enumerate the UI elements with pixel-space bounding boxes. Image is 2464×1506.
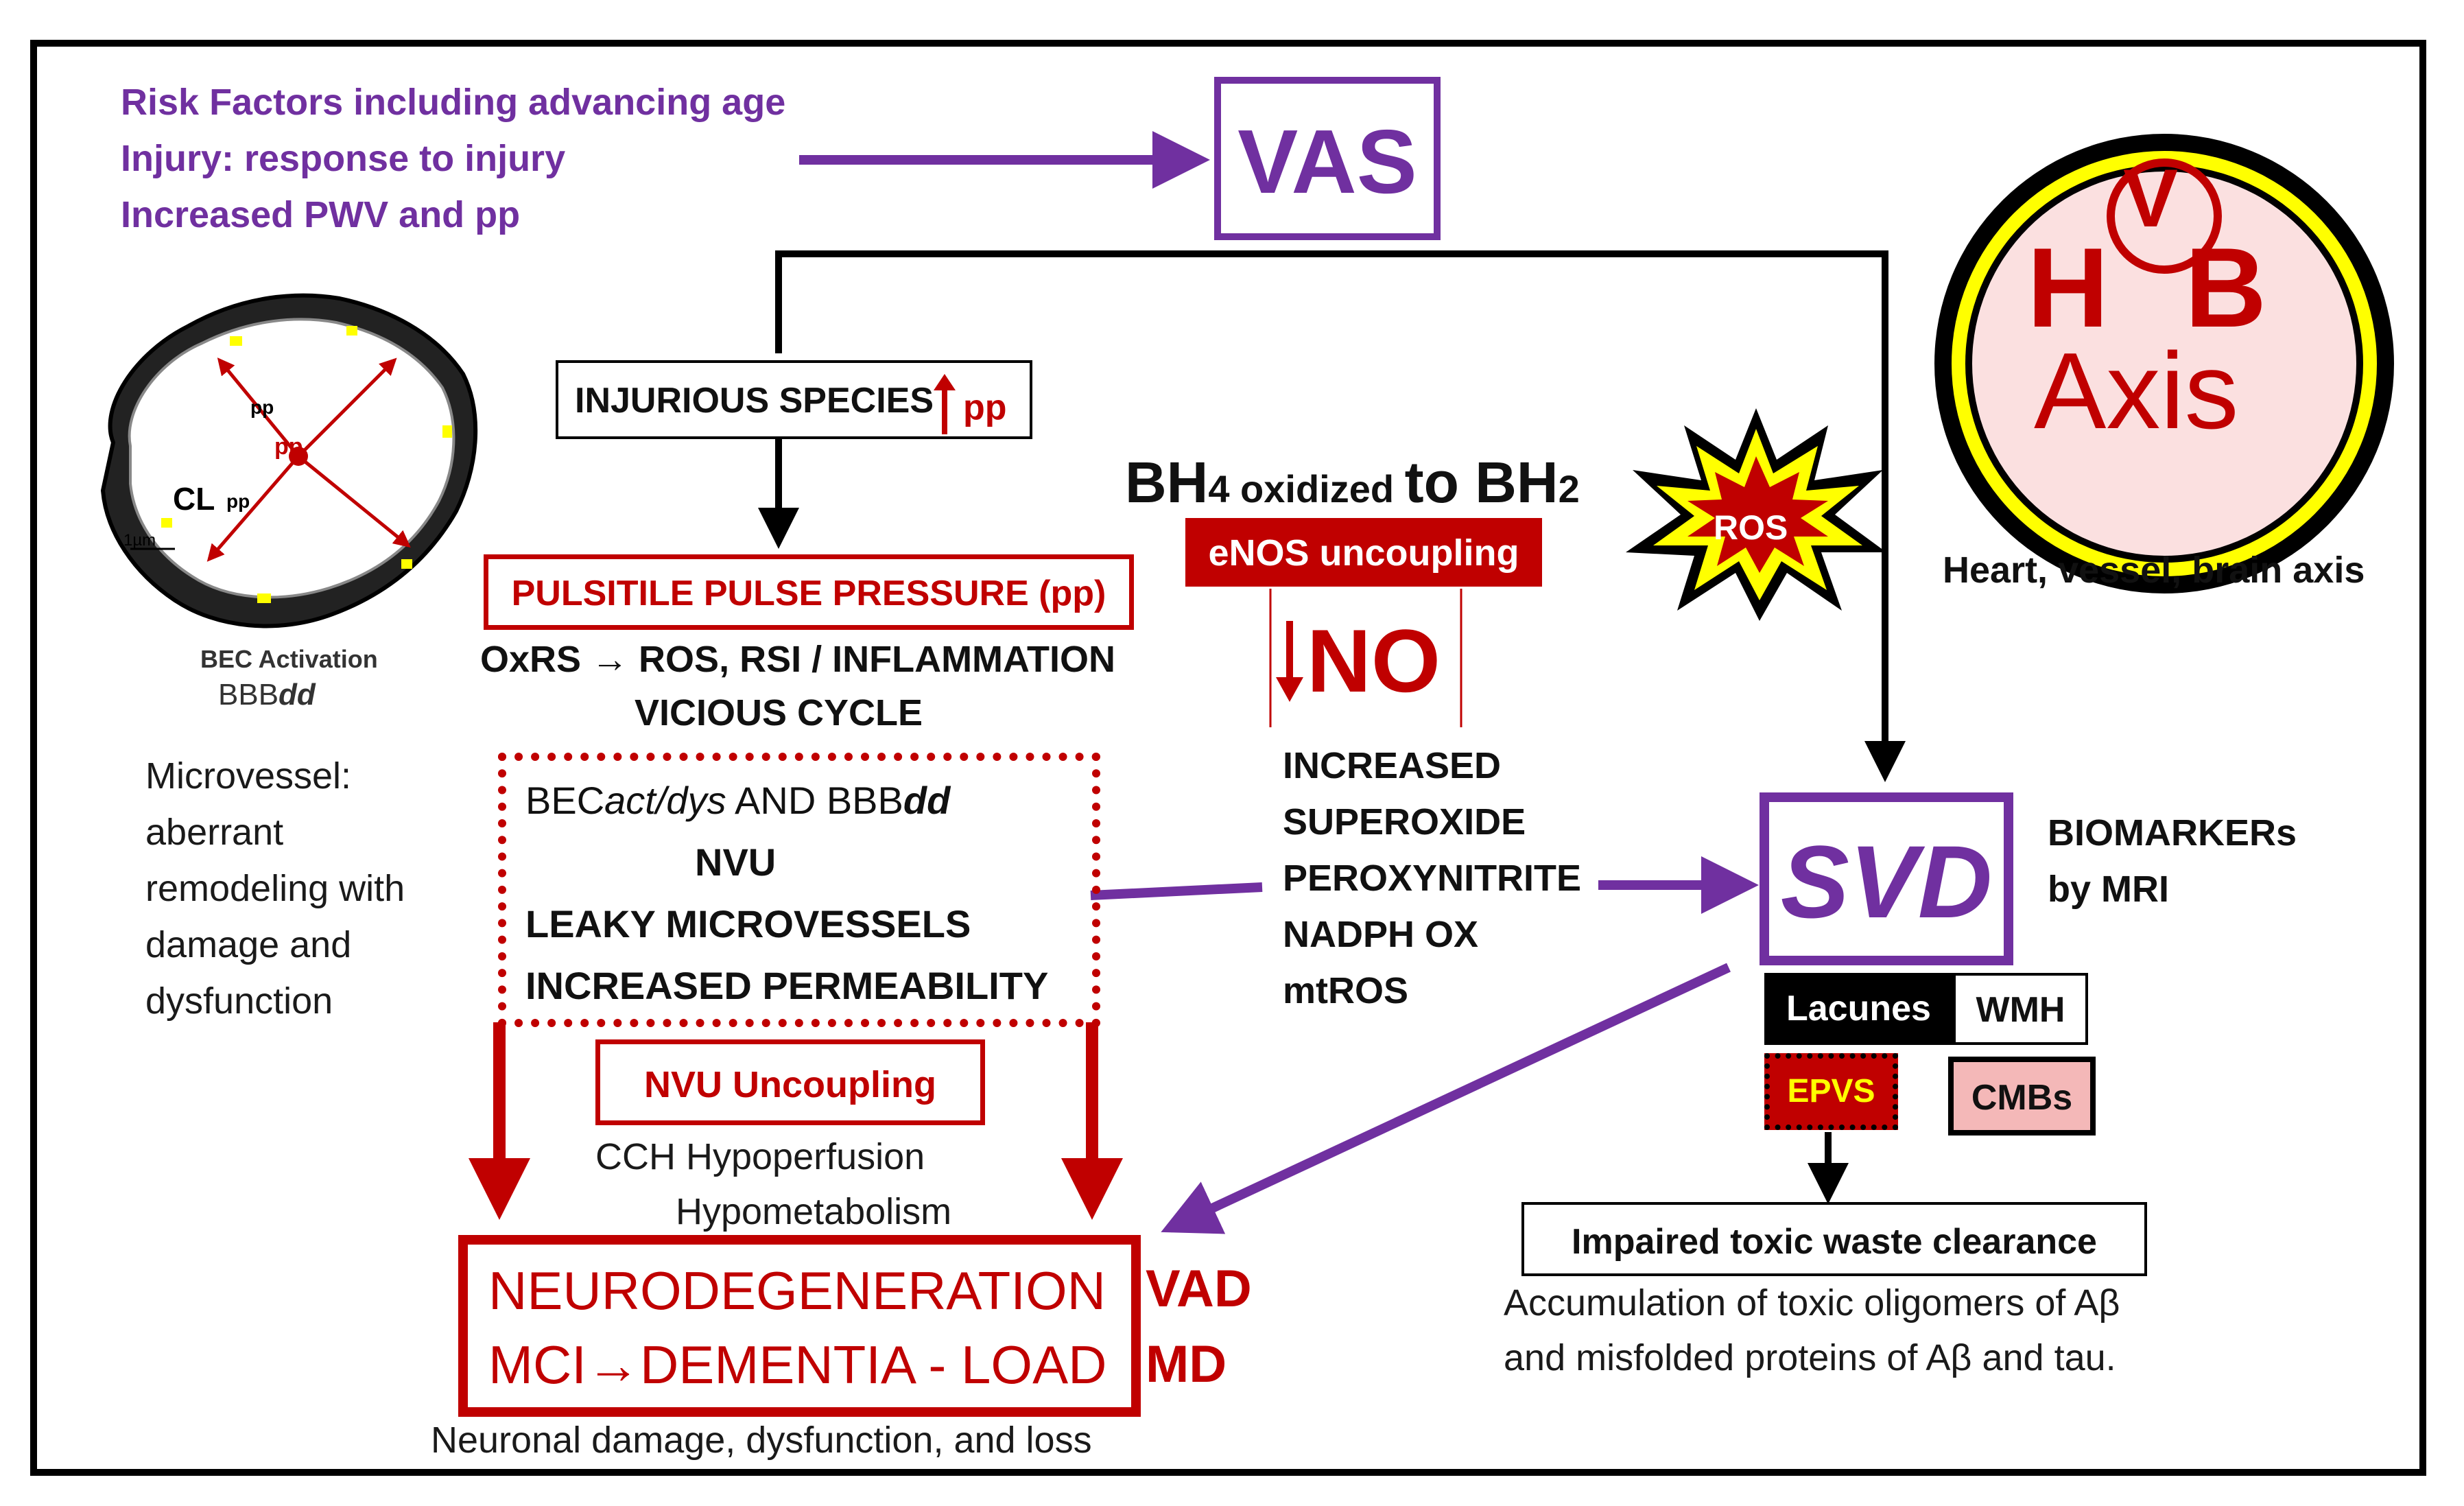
md-label: MD [1146,1335,1227,1393]
microvessel-desc-4: damage and [145,924,352,965]
bh4-text: BH [1125,450,1209,515]
bh2-subscript: 2 [1558,467,1580,510]
increased-item-2: PEROXYNITRITE [1283,858,1582,899]
accumulation-line2: and misfolded proteins of Aβ and tau. [1504,1337,2116,1378]
impaired-label: Impaired toxic waste clearance [1572,1222,2097,1262]
injurious-species-box: INJURIOUS SPECIES pp [556,360,1032,439]
bec-activation-label: BEC Activation [200,645,378,673]
wmh-box: WMH [1953,973,2088,1045]
enos-uncoupling-box: eNOS uncoupling [1185,518,1542,587]
bec-permeability-label: INCREASED PERMEABILITY [525,964,1049,1007]
scale-bar-label: 1µm [123,531,156,550]
svd-box: SVD [1760,792,2013,965]
bec-text: BEC [525,779,605,822]
bec-bbb-box: BECact/dys AND BBBdd NVU LEAKY MICROVESS… [498,753,1100,1027]
bh4-subscript: 4 [1208,467,1230,510]
bec-line1: BECact/dys AND BBBdd [525,778,950,823]
vas-label: VAS [1237,111,1417,212]
bec-and-bbb-text: AND BBB [726,779,903,822]
risk-factors-line1: Risk Factors including advancing age [121,82,786,123]
microvessel-desc-5: dysfunction [145,980,333,1022]
risk-factors-line2: Injury: response to injury [121,138,566,179]
biomarkers-line2: by MRI [2048,869,2170,910]
neurodegeneration-box: NEURODEGENERATION MCI→DEMENTIA - LOAD [458,1235,1141,1417]
bec-leaky-label: LEAKY MICROVESSELS [525,902,971,945]
epvs-label: EPVS [1787,1073,1875,1109]
neuro-line2: MCI→DEMENTIA - LOAD [488,1334,1107,1395]
lacunes-label: Lacunes [1786,989,1931,1028]
vas-box: VAS [1214,77,1441,240]
svd-label: SVD [1780,824,1993,939]
risk-factors-line3: Increased PWV and pp [121,194,521,235]
pulsatile-label: PULSITILE PULSE PRESSURE (pp) [511,574,1106,613]
microvessel-desc-2: aberrant [145,812,284,853]
hvb-axis-word: Axis [2034,331,2239,451]
biomarkers-line1: BIOMARKERs [2048,812,2297,854]
bec-nvu-label: NVU [695,840,777,884]
up-arrow-icon [934,374,956,434]
increased-item-4: mtROS [1283,970,1409,1011]
cl-label: CL [173,481,215,517]
cmbs-label: CMBs [1971,1078,2073,1118]
bbb-dd-label: BBBdd [218,678,316,712]
epvs-box: EPVS [1764,1053,1898,1130]
cch-line1: CCH Hypoperfusion [595,1136,925,1177]
bbb-dd-text: dd [279,678,316,711]
hvb-b-letter: B [2185,224,2267,351]
bbb-text: BBB [218,678,279,711]
cch-line2: Hypometabolism [676,1191,952,1232]
no-label: NO [1307,611,1441,711]
wmh-label: WMH [1976,990,2065,1030]
pp-label-lower: pp [226,491,250,512]
hvb-h-letter: H [2027,224,2109,351]
neuronal-damage-caption: Neuronal damage, dysfunction, and loss [431,1420,1092,1461]
arrow-svd-to-neuro [1161,963,1731,1234]
accumulation-line1: Accumulation of toxic oligomers of Aβ [1504,1282,2120,1323]
pp-label-center: pp [274,434,303,460]
arrow-bec-to-increased [1090,882,1263,900]
injurious-pp-label: pp [963,388,1007,427]
hvb-v-letter: V [2123,152,2179,244]
microvessel-image [100,293,478,628]
pp-label-upper: pp [250,397,274,418]
bec-act-dys-text: act/dys [604,779,726,822]
nvu-uncoupling-box: NVU Uncoupling [595,1039,985,1125]
bec-dd-text: dd [903,779,951,822]
oxrs-line1: OxRS → ROS, RSI / INFLAMMATION [480,639,1116,680]
enos-label: eNOS uncoupling [1208,532,1519,574]
pulsatile-pulse-pressure-box: PULSITILE PULSE PRESSURE (pp) [484,554,1134,630]
impaired-clearance-box: Impaired toxic waste clearance [1521,1202,2147,1276]
to-bh2-text: to BH [1404,450,1559,515]
vad-label: VAD [1146,1260,1252,1318]
bh4-oxidized-label: BH4 oxidized to BH2 [1125,449,1580,516]
cmbs-box: CMBs [1948,1057,2096,1136]
injurious-species-label: INJURIOUS SPECIES [575,381,934,421]
hvb-axis-emblem [1934,134,2394,593]
increased-item-0: INCREASED [1283,745,1502,786]
microvessel-desc-3: remodeling with [145,868,405,909]
hvb-caption: Heart, vessel, brain axis [1943,550,2365,591]
line-vas-branch [775,250,1906,782]
oxidized-text: oxidized [1229,467,1405,510]
down-arrow-icon [1276,621,1303,702]
ros-burst-icon [1626,408,1886,621]
increased-item-1: SUPEROXIDE [1283,801,1526,843]
neuro-line1: NEURODEGENERATION [488,1260,1106,1321]
increased-item-3: NADPH OX [1283,914,1479,955]
oxrs-line2: VICIOUS CYCLE [635,692,923,733]
lacunes-box: Lacunes [1764,973,1953,1045]
ros-label: ROS [1714,508,1788,547]
microvessel-desc-1: Microvessel: [145,755,352,797]
nvu-uncoupling-label: NVU Uncoupling [644,1064,936,1105]
